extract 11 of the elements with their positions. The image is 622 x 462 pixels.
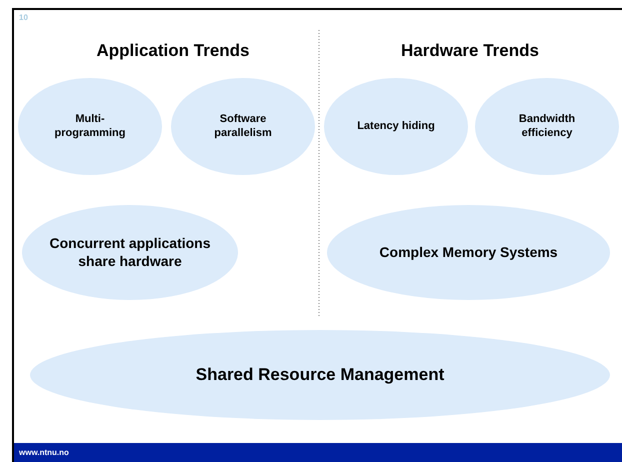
node-text: Software parallelism — [213, 112, 273, 140]
node-text: Concurrent applications share hardware — [48, 235, 212, 270]
slide-number: 10 — [19, 12, 28, 24]
node-text: Multi- programming — [54, 112, 126, 140]
section-heading: Application Trends — [95, 40, 251, 62]
footer-url: www.ntnu.no — [19, 447, 69, 459]
node-text: Bandwidth efficiency — [518, 112, 576, 140]
node-text: Latency hiding — [357, 120, 435, 134]
node-text: Shared Resource Management — [196, 364, 444, 386]
section-heading: Hardware Trends — [400, 40, 540, 62]
node-text: Complex Memory Systems — [379, 244, 558, 262]
